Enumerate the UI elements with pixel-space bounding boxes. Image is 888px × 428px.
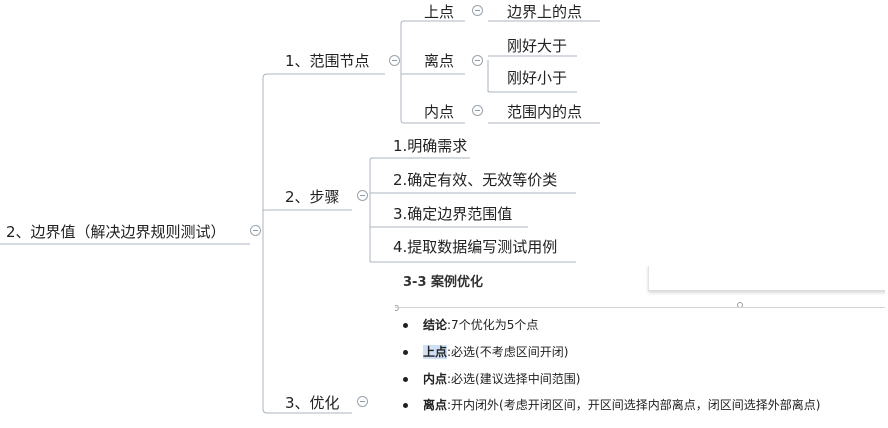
bullet-item: 结论:7个优化为5个点 (403, 316, 538, 333)
collapse-icon[interactable] (250, 225, 261, 236)
node-off-point-note-2[interactable]: 刚好小于 (507, 69, 568, 87)
node-inner-point-note[interactable]: 范围内的点 (507, 103, 583, 121)
collapse-icon[interactable] (357, 190, 368, 201)
overlapping-panel (648, 266, 885, 291)
step-item[interactable]: 2.确定有效、无效等价类 (393, 171, 558, 189)
embedded-title: 3-3 案例优化 (403, 275, 484, 290)
bullet-dot (403, 350, 408, 355)
resize-handle[interactable] (395, 305, 399, 311)
node-inner-point[interactable]: 内点 (424, 103, 455, 121)
embedded-image[interactable]: 3-3 案例优化 结论:7个优化为5个点 上点:必选(不考虑区间开闭) 内点:必… (395, 266, 885, 418)
node-off-point-note-1[interactable]: 刚好大于 (507, 37, 568, 55)
bullet-dot (403, 323, 408, 328)
bullet-item: 上点:必选(不考虑区间开闭) (403, 343, 568, 360)
bullet-item: 离点:开内闭外(考虑开闭区间，开区间选择内部离点，闭区间选择外部离点) (403, 396, 820, 413)
step-item[interactable]: 1.明确需求 (393, 137, 468, 155)
collapse-icon[interactable] (389, 55, 400, 66)
collapse-icon[interactable] (357, 396, 368, 407)
collapse-icon[interactable] (472, 5, 483, 16)
branch-range-nodes[interactable]: 1、范围节点 (285, 52, 370, 70)
collapse-icon[interactable] (472, 55, 483, 66)
branch-steps[interactable]: 2、步骤 (285, 188, 340, 206)
step-item[interactable]: 4.提取数据编写测试用例 (393, 238, 558, 256)
collapse-icon[interactable] (472, 105, 483, 116)
branch-optimize[interactable]: 3、优化 (285, 394, 340, 412)
divider (395, 307, 885, 308)
node-upper-point[interactable]: 上点 (424, 3, 455, 21)
bullet-dot (403, 403, 408, 408)
root-node[interactable]: 2、边界值（解决边界规则测试） (6, 223, 226, 241)
bullet-item: 内点:必选(建议选择中间范围) (403, 370, 580, 387)
node-off-point[interactable]: 离点 (424, 52, 455, 70)
step-item[interactable]: 3.确定边界范围值 (393, 205, 513, 223)
bullet-dot (403, 377, 408, 382)
node-upper-point-note[interactable]: 边界上的点 (507, 3, 583, 21)
